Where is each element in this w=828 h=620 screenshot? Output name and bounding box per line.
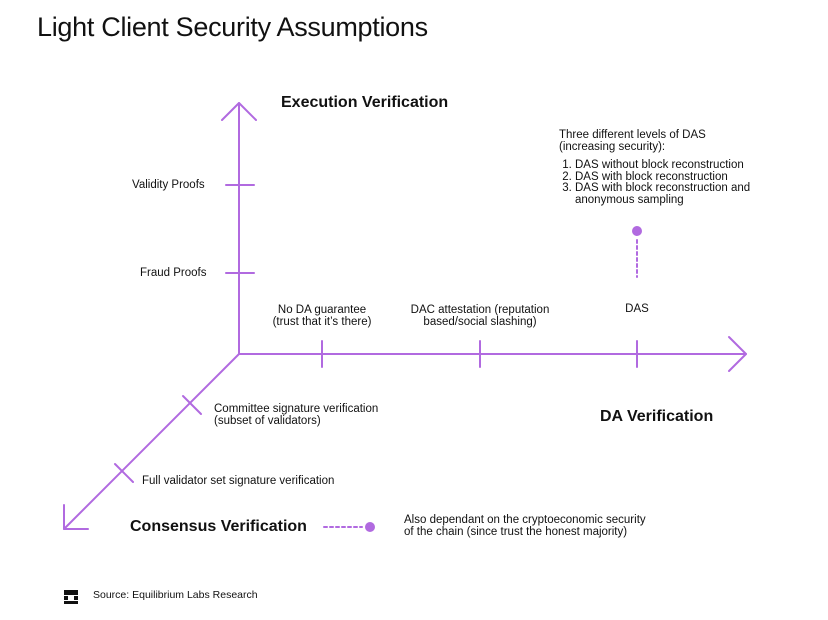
equilibrium-logo-icon: [64, 590, 78, 604]
dac-attestation-label: DAC attestation (reputation based/social…: [411, 304, 550, 328]
cryptoeconomic-note-line-1: Also dependant on the cryptoeconomic sec…: [404, 514, 646, 526]
das-level-item: DAS with block reconstruction: [575, 171, 750, 184]
cryptoeconomic-note-line-2: of the chain (since trust the honest maj…: [404, 526, 628, 538]
das-level-item: DAS without block reconstruction: [575, 160, 750, 172]
no-da-guarantee-line-2: (trust that it’s there): [272, 316, 372, 328]
cryptoeconomic-security-note: Also dependant on the cryptoeconomic sec…: [404, 514, 646, 538]
legend-dot: [365, 522, 375, 532]
tick-full-validator: [114, 463, 134, 483]
fraud-proofs-label: Fraud Proofs: [140, 267, 207, 279]
das-note-heading-2: (increasing security):: [559, 140, 666, 153]
no-da-guarantee-label: No DA guarantee (trust that it’s there): [273, 304, 372, 328]
full-validator-set-label: Full validator set signature verificatio…: [142, 475, 335, 487]
consensus-arrowhead: [63, 504, 89, 530]
das-levels-list: DAS without block reconstruction DAS wit…: [559, 160, 750, 206]
committee-signature-line-2: (subset of validators): [214, 415, 321, 427]
execution-arrowhead: [221, 102, 257, 121]
das-levels-note: Three different levels of DAS (increasin…: [559, 129, 750, 207]
das-level-item-line-1: DAS with block reconstruction and: [575, 182, 751, 195]
das-level-item: DAS with block reconstruction andanonymo…: [575, 183, 750, 206]
da-arrowhead: [728, 336, 747, 372]
da-axis-title: DA Verification: [600, 408, 714, 425]
dac-attestation-line-2: based/social slashing): [423, 316, 537, 328]
tick-committee: [182, 395, 202, 415]
consensus-axis-title: Consensus Verification: [130, 518, 307, 535]
das-label: DAS: [625, 303, 649, 315]
execution-axis-title: Execution Verification: [281, 94, 449, 111]
consensus-axis: [63, 353, 240, 530]
das-level-item-line-2: anonymous sampling: [575, 193, 684, 206]
committee-signature-label: Committee signature verification (subset…: [214, 403, 378, 427]
source-credit: Source: Equilibrium Labs Research: [93, 589, 258, 601]
das-note-dot: [632, 226, 642, 236]
validity-proofs-label: Validity Proofs: [132, 179, 205, 191]
das-note-heading-1: Three different levels of DAS: [559, 129, 706, 141]
page-title: Light Client Security Assumptions: [37, 12, 428, 42]
no-da-guarantee-line-1: No DA guarantee: [277, 304, 367, 316]
dac-attestation-line-1: DAC attestation (reputation: [410, 304, 550, 316]
committee-signature-line-1: Committee signature verification: [214, 403, 379, 415]
